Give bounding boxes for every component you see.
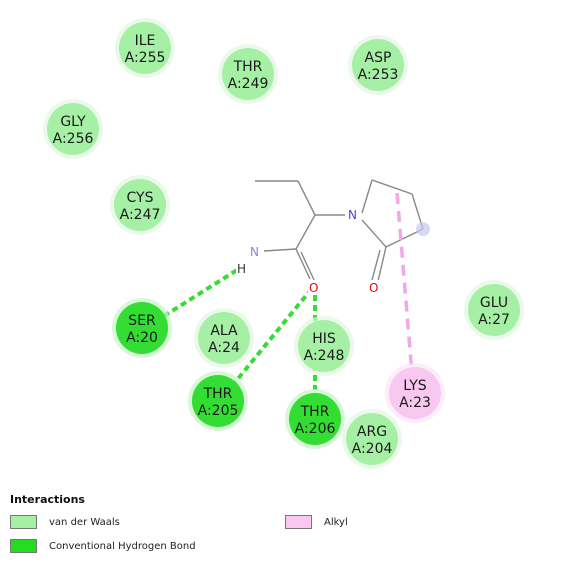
residue-disc	[298, 320, 350, 372]
residue-name: CYS	[127, 190, 154, 206]
residue-number: A:24	[208, 340, 240, 356]
ring-oxygen-label: O	[369, 281, 378, 295]
residue-number: A:255	[125, 50, 166, 66]
residue-disc	[346, 413, 398, 465]
residue-number: A:253	[358, 67, 399, 83]
legend-item-alkyl: Alkyl	[285, 515, 348, 529]
ring-carbon-highlight	[416, 222, 430, 236]
residue-name: THR	[233, 59, 263, 75]
residue-disc	[47, 103, 99, 155]
residue-number: A:206	[295, 421, 336, 437]
interaction-diagram: N H O N O ILEA:255THRA:249ASPA:253GLYA:2…	[43, 18, 524, 469]
legend-title: Interactions	[10, 493, 85, 506]
interaction-lines	[162, 192, 414, 390]
ligand-bond	[377, 246, 387, 282]
amide-oxygen-label: O	[309, 281, 318, 295]
ligand-bond	[371, 249, 381, 281]
ligand-bond	[371, 179, 413, 195]
residue-disc	[114, 179, 166, 231]
ligand-bond	[295, 214, 316, 250]
legend-label-alkyl: Alkyl	[324, 516, 348, 528]
ligand-bond	[361, 219, 387, 248]
residue-name: ARG	[357, 424, 387, 440]
hbond-line	[162, 263, 247, 318]
residue-disc	[116, 302, 168, 354]
ligand-bond	[263, 248, 297, 252]
residue-number: A:248	[304, 348, 345, 364]
residue-name: ASP	[365, 50, 392, 66]
residue-disc	[468, 284, 520, 336]
residue-number: A:249	[228, 76, 269, 92]
ligand-bond	[295, 248, 311, 280]
ligand-atoms: N H O N O	[236, 207, 430, 295]
legend-swatch-alkyl	[285, 515, 312, 529]
ring-nitrogen-label: N	[348, 208, 357, 222]
hbond-line	[230, 290, 311, 388]
residue-number: A:20	[126, 330, 158, 346]
legend-label-hbond: Conventional Hydrogen Bond	[49, 540, 196, 552]
legend-label-vdw: van der Waals	[49, 516, 120, 528]
residue-number: A:27	[478, 312, 510, 328]
residue-disc	[389, 367, 441, 419]
ligand-bond	[361, 179, 373, 214]
residue-disc	[222, 48, 274, 100]
residue-name: GLY	[60, 114, 86, 130]
amide-nitrogen-label: N	[250, 245, 259, 259]
legend-swatch-hbond	[10, 539, 37, 553]
residue-number: A:205	[198, 403, 239, 419]
residue-disc	[192, 375, 244, 427]
ligand-bond	[300, 251, 316, 283]
residue-name: SER	[128, 313, 156, 329]
residue-name: ALA	[210, 323, 238, 339]
residue-disc	[198, 312, 250, 364]
ligand-bond	[297, 180, 316, 216]
legend-item-hbond: Conventional Hydrogen Bond	[10, 539, 196, 553]
residue-disc	[119, 22, 171, 74]
residue-name: LYS	[403, 378, 426, 394]
residue-number: A:247	[120, 207, 161, 223]
residue-name: THR	[203, 386, 233, 402]
legend-item-vdw: van der Waals	[10, 515, 120, 529]
residue-name: ILE	[135, 33, 156, 49]
residue-layer: ILEA:255THRA:249ASPA:253GLYA:256CYSA:247…	[43, 18, 524, 469]
residue-number: A:204	[352, 441, 393, 457]
residue-name: THR	[300, 404, 330, 420]
residue-disc	[289, 393, 341, 445]
legend-swatch-vdw	[10, 515, 37, 529]
residue-number: A:23	[399, 395, 431, 411]
residue-disc	[352, 39, 404, 91]
amide-hydrogen-label: H	[237, 262, 246, 276]
residue-name: HIS	[312, 331, 336, 347]
residue-name: GLU	[480, 295, 508, 311]
residue-number: A:256	[53, 131, 94, 147]
alkyl-line	[395, 192, 414, 375]
